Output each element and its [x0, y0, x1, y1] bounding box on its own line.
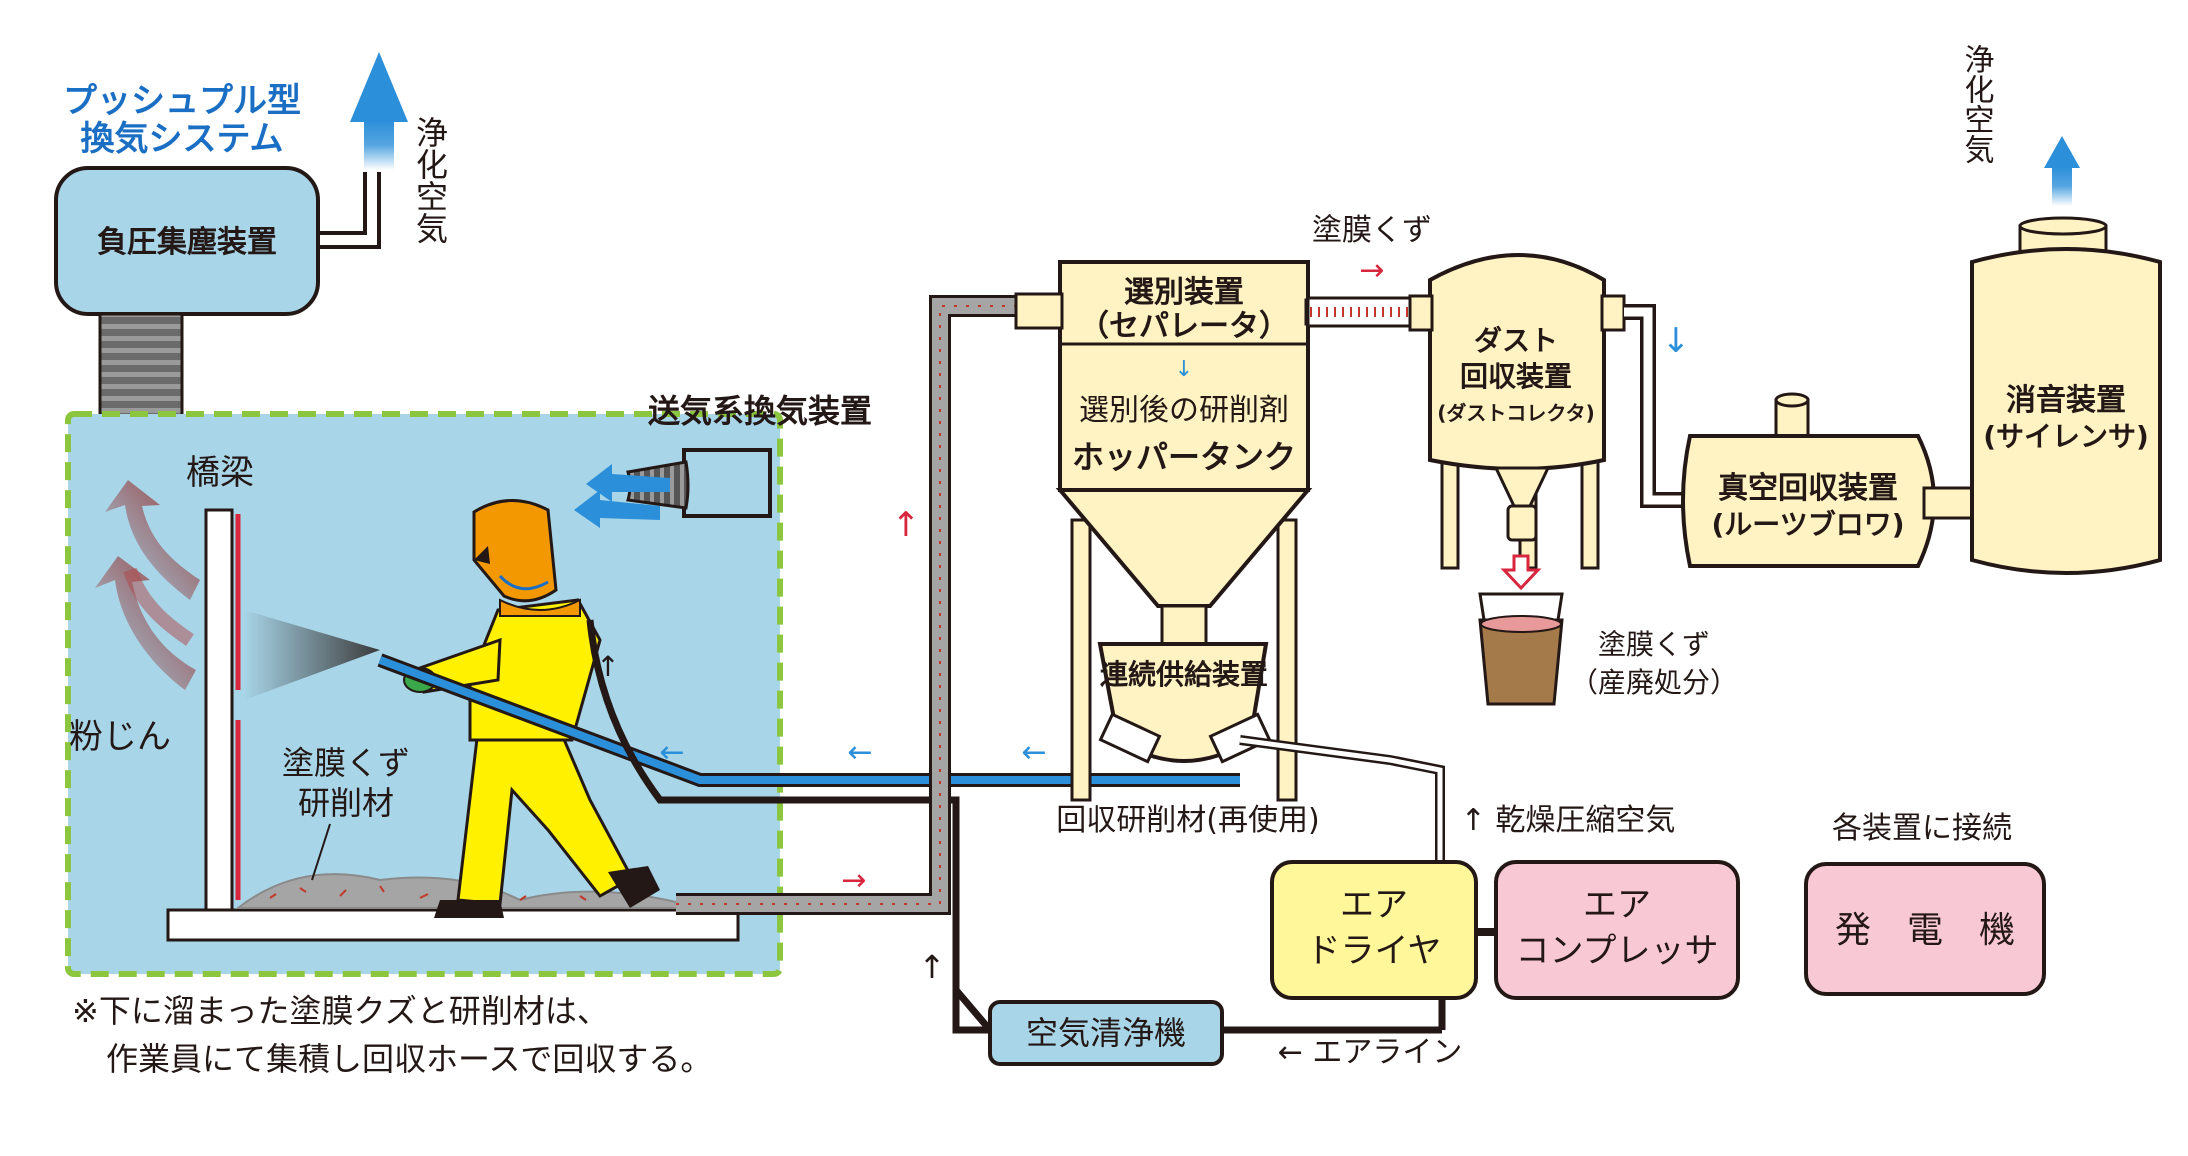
- debris-label-line1: 塗膜くず: [282, 744, 410, 782]
- footnote-line1: ※下に溜まった塗膜クズと研削材は、: [72, 992, 609, 1030]
- separator-hopper-unit: [1014, 260, 1322, 802]
- debris-waste-label-line1: 塗膜くず: [1598, 628, 1710, 661]
- negative-pressure-label: 負圧集塵装置: [97, 225, 277, 260]
- abrasive-after-label: 選別後の研削剤: [1079, 393, 1289, 428]
- push-pull-title-line2: 換気システム: [81, 119, 284, 159]
- air-hose: [586, 619, 993, 1033]
- silencer-label-line2: (サイレンサ): [1983, 420, 2149, 453]
- svg-text:浄化空気: 浄化空気: [411, 116, 449, 244]
- air-compressor-box: エア コンプレッサ: [1494, 860, 1740, 1000]
- air-cleaner-up-arrow-icon: ↑: [919, 948, 946, 986]
- debris-waste-label-line2: （産廃処分）: [1570, 666, 1738, 699]
- recovered-abrasive-label: 回収研削材(再使用): [1056, 803, 1319, 838]
- flow-left-arrow-icon-3: ←: [1021, 735, 1046, 770]
- vacuum-down-arrow-icon: ↓: [1662, 321, 1691, 361]
- separator-down-arrow-icon: ↓: [1175, 357, 1193, 382]
- silencer-unit: [1970, 216, 2162, 575]
- vacuum-label-line1: 真空回収装置: [1718, 471, 1898, 506]
- footnote-line2: 作業員にて集積し回収ホースで回収する。: [106, 1040, 712, 1078]
- generator-label: 発 電 機: [1835, 910, 2015, 951]
- ribbed-duct: [98, 312, 184, 426]
- blast-spray: [244, 610, 380, 700]
- dust-plume-icon: [95, 480, 200, 690]
- recovery-right-arrow-icon: →: [841, 863, 866, 898]
- clean-air-up-arrow-icon: [350, 52, 408, 170]
- dust-collector-label-line1: ダスト: [1474, 324, 1558, 357]
- air-dryer-label-line1: エア: [1340, 885, 1408, 925]
- air-cleaner-label: 空気清浄機: [1026, 1014, 1186, 1052]
- recovery-up-arrow-icon: ↑: [892, 505, 921, 545]
- vacuum-recovery-unit: [1681, 392, 1984, 568]
- dust-collector-label-line2: 回収装置: [1460, 360, 1572, 393]
- clean-air-left-label: 浄化空気: [411, 116, 449, 244]
- air-line-label: ← エアライン: [1278, 1035, 1463, 1070]
- air-dryer-box: エア ドライヤ: [1270, 860, 1478, 1000]
- debris-transfer-pipe: [1306, 296, 1430, 328]
- dust-collector-unit: [1408, 253, 1626, 570]
- connect-all-label: 各装置に接続: [1832, 811, 2012, 846]
- flow-left-arrow-icon-2: ←: [847, 735, 872, 770]
- push-airflow-arrows-icon: [574, 464, 670, 528]
- hopper-label: ホッパータンク: [1072, 438, 1296, 476]
- waste-down-arrow-icon: [1500, 554, 1542, 591]
- recovery-hose: [676, 295, 1020, 915]
- air-dryer-label-line2: ドライヤ: [1307, 931, 1442, 971]
- air-cleaner-box: 空気清浄機: [988, 1000, 1224, 1066]
- svg-text:浄化空気: 浄化空気: [1959, 44, 1994, 164]
- bridge-girder: [166, 508, 740, 942]
- separator-label-line1: 選別装置: [1124, 275, 1244, 310]
- negative-pressure-dust-collector: 負圧集塵装置: [54, 166, 320, 316]
- generator-box: 発 電 機: [1804, 862, 2046, 996]
- debris-leader-line: [311, 823, 331, 881]
- continuous-feed-label: 連続供給装置: [1100, 658, 1268, 691]
- air-compressor-label-line2: コンプレッサ: [1516, 931, 1719, 971]
- air-hose-arrow-icon: ↑: [596, 650, 619, 683]
- supply-ventilation-label: 送気系換気装置: [648, 392, 872, 430]
- bridge-label: 橋梁: [186, 453, 254, 493]
- waste-bucket: [1478, 592, 1564, 706]
- debris-right-arrow-icon: →: [1359, 253, 1384, 288]
- debris-top-label: 塗膜くず: [1312, 213, 1432, 248]
- silencer-label-line1: 消音装置: [2006, 383, 2126, 418]
- vacuum-label-line2: (ルーツブロワ): [1711, 508, 1904, 541]
- dust-collector-label-line3: (ダストコレクタ): [1437, 401, 1594, 425]
- clean-air-right-up-arrow-icon: [2044, 136, 2080, 206]
- clean-air-right-label: 浄化空気: [1959, 44, 1994, 164]
- flow-left-arrow-icon: ←: [659, 735, 684, 770]
- dry-compressed-air-label: ↑ 乾燥圧縮空気: [1461, 803, 1676, 838]
- dust-label: 粉じん: [69, 717, 171, 757]
- push-pull-title-line1: プッシュプル型: [63, 81, 301, 121]
- air-compressor-label-line1: エア: [1583, 885, 1651, 925]
- debris-label-line2: 研削材: [298, 784, 394, 822]
- separator-label-line2: （セパレータ）: [1079, 309, 1289, 344]
